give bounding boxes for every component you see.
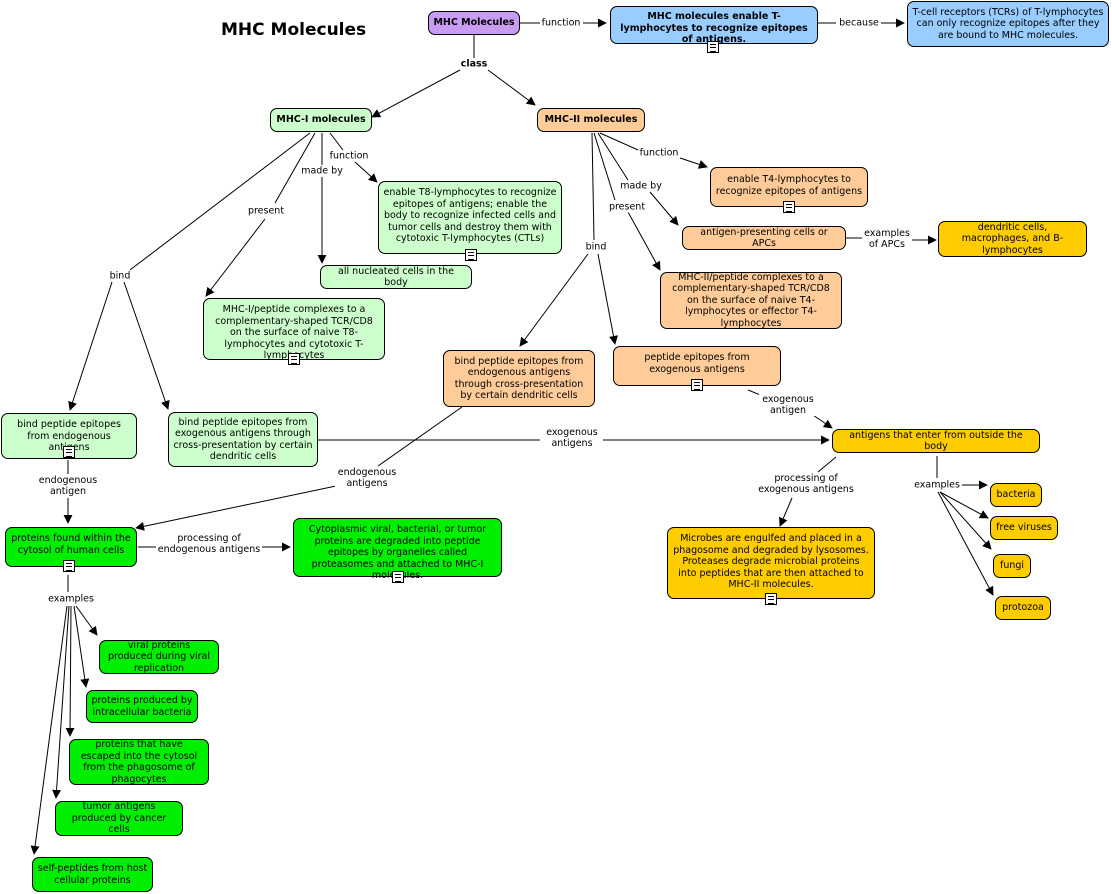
node-mhc1-complex[interactable]: MHC-I/peptide complexes to a complementa…	[203, 298, 385, 361]
node-text: Microbes are engulfed and placed in a ph…	[673, 533, 869, 590]
node-fungi[interactable]: fungi	[993, 554, 1031, 578]
node-mhc1[interactable]: MHC-I molecules	[270, 108, 372, 132]
node-escaped[interactable]: proteins that have escaped into the cyto…	[69, 739, 209, 785]
link-label: processing of exogenous antigens	[755, 473, 857, 495]
document-icon[interactable]	[765, 593, 777, 605]
link-label: examples of APCs	[862, 228, 912, 250]
node-mhc2-complex[interactable]: MHC-II/peptide complexes to a complement…	[660, 272, 842, 329]
node-mhc2[interactable]: MHC-II molecules	[537, 108, 645, 132]
node-text: enable T4-lymphocytes to recognize epito…	[715, 174, 863, 197]
document-icon[interactable]	[691, 379, 703, 391]
node-microbes[interactable]: Microbes are engulfed and placed in a ph…	[667, 527, 875, 599]
node-bind-endo-cross[interactable]: bind peptide epitopes from endogenous an…	[443, 350, 595, 407]
link-label: function	[540, 17, 582, 29]
node-bacteria[interactable]: bacteria	[990, 483, 1042, 507]
link-label: processing of endogenous antigens	[156, 533, 262, 555]
node-cytoplasmic[interactable]: Cytoplasmic viral, bacterial, or tumor p…	[293, 518, 502, 581]
link-label: present	[607, 201, 647, 213]
node-protozoa[interactable]: protozoa	[995, 596, 1051, 620]
node-text: peptide epitopes from exogenous antigens	[644, 352, 750, 375]
document-icon[interactable]	[288, 353, 300, 365]
node-apcs[interactable]: antigen-presenting cells or APCs	[682, 226, 846, 250]
node-dendritic[interactable]: dendritic cells, macrophages, and B-lymp…	[938, 221, 1087, 257]
document-icon[interactable]	[63, 446, 75, 458]
link-label: function	[328, 150, 370, 162]
node-nucleated[interactable]: all nucleated cells in the body	[320, 265, 472, 289]
link-label: function	[638, 147, 680, 159]
node-tumor[interactable]: tumor antigens produced by cancer cells	[55, 801, 183, 836]
link-label: bind	[584, 241, 608, 253]
link-label: endogenous antigens	[335, 467, 399, 489]
link-label: exogenous antigen	[759, 394, 817, 416]
node-t4-function[interactable]: enable T4-lymphocytes to recognize epito…	[710, 167, 868, 207]
link-label: because	[838, 17, 880, 29]
link-label: bind	[108, 270, 132, 282]
document-icon[interactable]	[63, 560, 75, 572]
document-icon[interactable]	[707, 41, 719, 53]
node-free-viruses[interactable]: free viruses	[990, 516, 1058, 540]
document-icon[interactable]	[783, 201, 795, 213]
node-antigens-outside[interactable]: antigens that enter from outside the bod…	[832, 429, 1040, 453]
link-label: made by	[619, 180, 663, 192]
link-label: examples	[913, 479, 961, 491]
node-text: enable T8-lymphocytes to recognize epito…	[383, 187, 557, 244]
node-viral-proteins[interactable]: viral proteins produced during viral rep…	[99, 640, 219, 674]
link-label: class	[459, 58, 489, 70]
node-bind-exo-cross[interactable]: bind peptide epitopes from exogenous ant…	[168, 412, 318, 467]
node-t8-function[interactable]: enable T8-lymphocytes to recognize epito…	[378, 181, 562, 254]
node-tcr[interactable]: T-cell receptors (TCRs) of T-lymphocytes…	[907, 1, 1109, 47]
link-label: exogenous antigens	[541, 427, 603, 449]
node-mhc-function[interactable]: MHC molecules enable T-lymphocytes to re…	[610, 6, 818, 45]
node-text: MHC molecules enable T-lymphocytes to re…	[620, 11, 808, 45]
page-title: MHC Molecules	[221, 20, 367, 40]
document-icon[interactable]	[392, 571, 404, 583]
link-label: examples	[47, 593, 95, 605]
document-icon[interactable]	[465, 249, 477, 261]
node-self-peptides[interactable]: self-peptides from host cellular protein…	[32, 857, 153, 892]
link-label: made by	[300, 165, 344, 177]
node-intracellular[interactable]: proteins produced by intracellular bacte…	[86, 690, 198, 723]
link-label: endogenous antigen	[37, 475, 99, 497]
link-label: present	[246, 205, 286, 217]
node-mhc-molecules[interactable]: MHC Molecules	[428, 11, 520, 35]
node-text: proteins found within the cytosol of hum…	[11, 533, 131, 556]
